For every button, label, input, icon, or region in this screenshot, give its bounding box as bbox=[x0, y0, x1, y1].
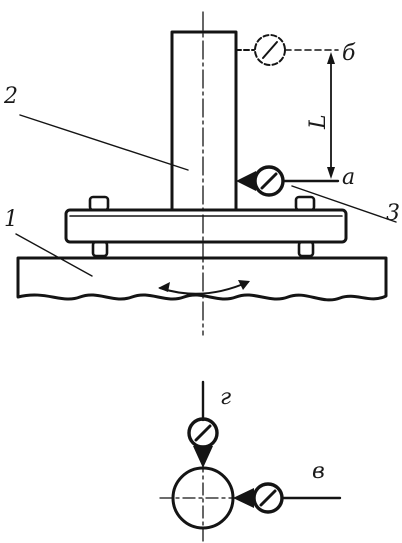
leader-1 bbox=[15, 233, 93, 277]
label-part-1: 1 bbox=[4, 207, 18, 232]
indicator-v bbox=[233, 482, 342, 514]
upper-indicator bbox=[235, 34, 339, 66]
label-point-g: г bbox=[220, 385, 231, 410]
label-point-v: в bbox=[312, 459, 325, 484]
label-length: L bbox=[306, 114, 331, 130]
leader-3 bbox=[291, 185, 397, 223]
label-point-a: a bbox=[342, 165, 355, 190]
lower-indicator bbox=[236, 165, 340, 197]
rotation-arrow-icon bbox=[158, 280, 250, 295]
indicator-g bbox=[187, 380, 219, 468]
label-part-3: 3 bbox=[386, 201, 400, 226]
label-point-b: б bbox=[342, 41, 356, 66]
dimension-l bbox=[327, 52, 335, 179]
bolt-right bbox=[294, 195, 316, 258]
table bbox=[16, 256, 388, 302]
label-part-2: 2 bbox=[3, 84, 18, 109]
column bbox=[170, 30, 238, 212]
flange bbox=[64, 208, 348, 244]
leader-2 bbox=[19, 114, 189, 171]
bolt-left bbox=[88, 195, 110, 258]
